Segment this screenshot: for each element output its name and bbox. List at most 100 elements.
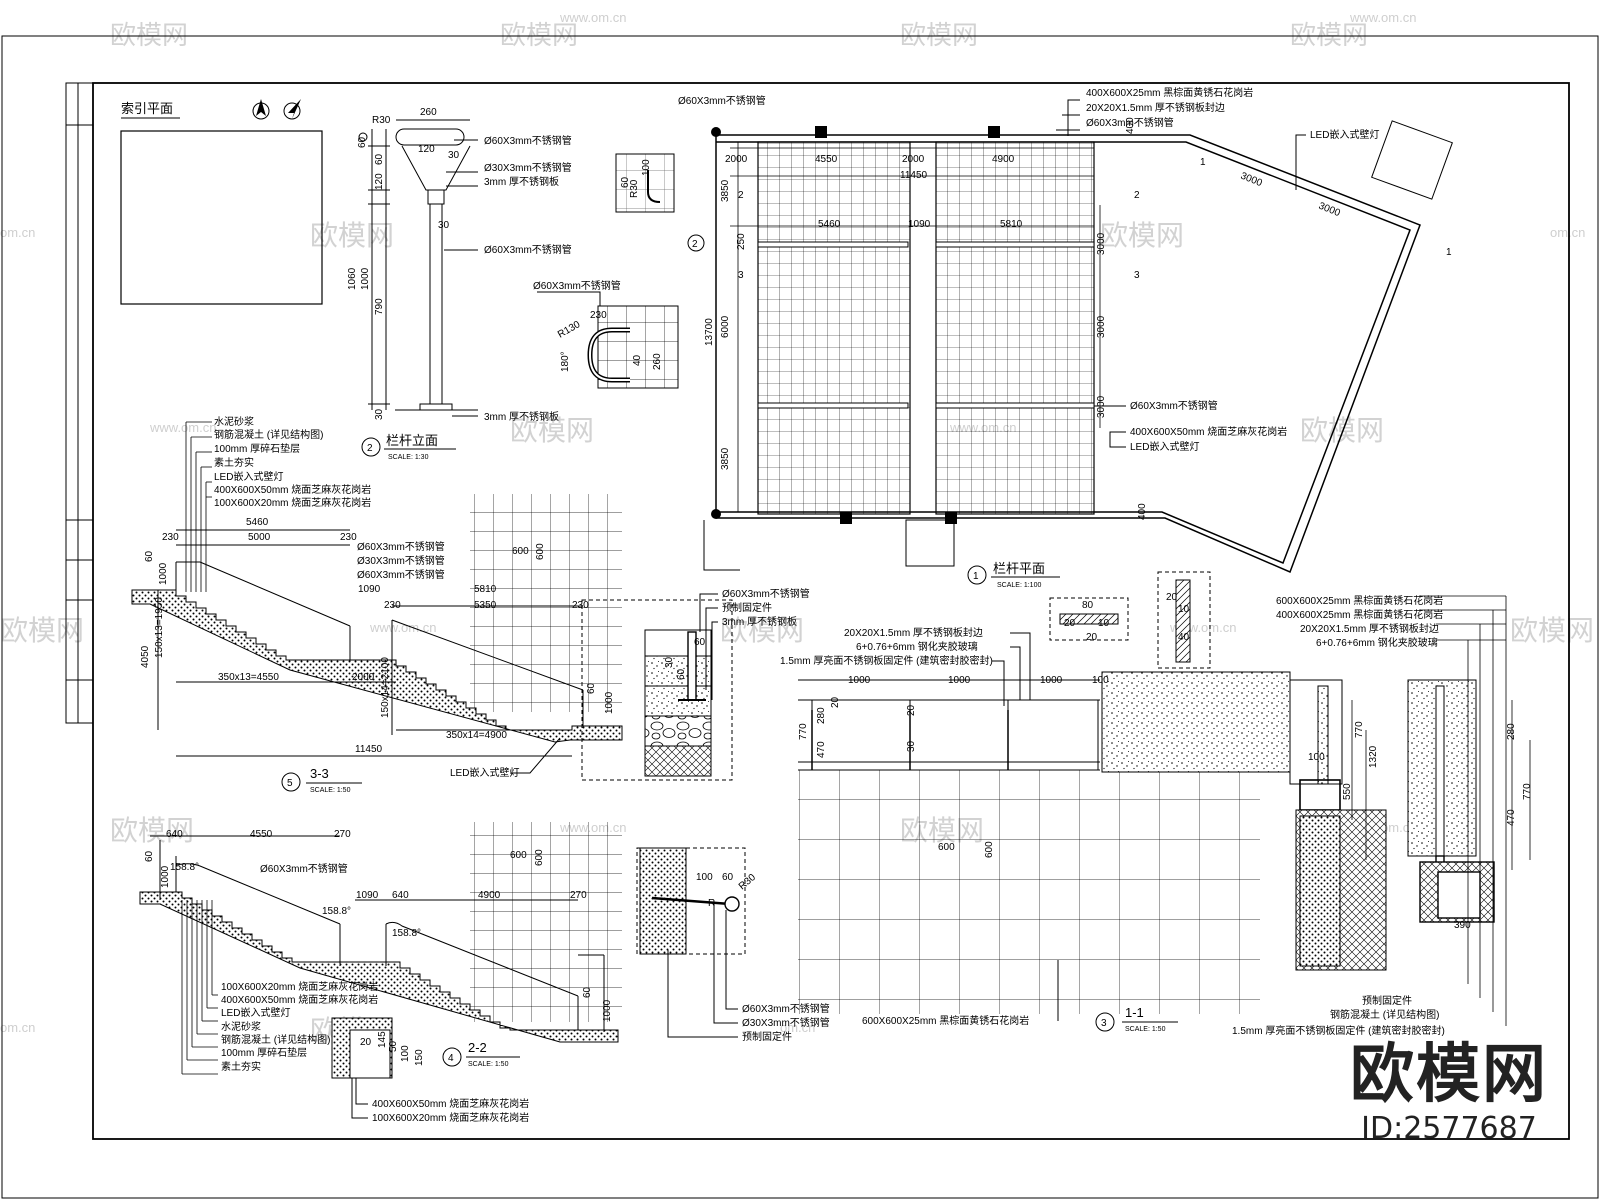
watermark-row-6: 欧模网 om.cn om.cn bbox=[0, 1015, 815, 1046]
svg-text:400X600X25mm 黑棕面黄锈石花岗岩: 400X600X25mm 黑棕面黄锈石花岗岩 bbox=[1276, 608, 1443, 621]
svg-text:5000: 5000 bbox=[248, 532, 271, 543]
svg-text:5810: 5810 bbox=[474, 584, 497, 595]
north-arrow-icon bbox=[252, 99, 301, 120]
index-plan: 索引平面 bbox=[120, 99, 323, 305]
svg-text:5: 5 bbox=[287, 778, 293, 789]
drawing-title-1: 1 栏杆平面 SCALE: 1:100 bbox=[967, 561, 1060, 589]
svg-text:11450: 11450 bbox=[900, 170, 928, 181]
svg-text:栏杆平面: 栏杆平面 bbox=[993, 561, 1045, 576]
svg-text:250: 250 bbox=[736, 233, 747, 250]
svg-text:3000: 3000 bbox=[1096, 395, 1107, 418]
svg-text:1320: 1320 bbox=[1368, 745, 1379, 768]
svg-text:600: 600 bbox=[535, 543, 546, 560]
svg-text:60: 60 bbox=[620, 176, 631, 188]
svg-text:230: 230 bbox=[384, 600, 401, 611]
svg-text:20: 20 bbox=[906, 704, 917, 716]
svg-text:3000: 3000 bbox=[1096, 315, 1107, 338]
svg-text:SCALE: 1:50: SCALE: 1:50 bbox=[468, 1061, 509, 1068]
glass-railing-section-1-1: 20X20X1.5mm 厚不锈钢板封边 6+0.76+6mm 钢化夹胶玻璃 1.… bbox=[780, 571, 1533, 1037]
svg-text:270: 270 bbox=[570, 890, 587, 901]
watermark-brand: 欧模网 bbox=[1100, 220, 1184, 251]
svg-text:SCALE: 1:30: SCALE: 1:30 bbox=[388, 454, 429, 461]
svg-text:LED嵌入式壁灯: LED嵌入式壁灯 bbox=[221, 1006, 290, 1019]
svg-text:3mm 厚不锈钢板: 3mm 厚不锈钢板 bbox=[722, 615, 797, 628]
svg-text:390: 390 bbox=[1454, 920, 1471, 931]
svg-text:158.8°: 158.8° bbox=[170, 862, 199, 873]
watermark-url: www.om.cn bbox=[559, 10, 626, 25]
svg-text:150: 150 bbox=[414, 1049, 425, 1066]
svg-text:600: 600 bbox=[512, 546, 529, 557]
svg-text:260: 260 bbox=[652, 353, 663, 370]
svg-text:SCALE: 1:100: SCALE: 1:100 bbox=[997, 582, 1041, 589]
svg-text:13700: 13700 bbox=[704, 318, 715, 346]
svg-text:600X600X25mm 黑棕面黄锈石花岗岩: 600X600X25mm 黑棕面黄锈石花岗岩 bbox=[1276, 594, 1443, 607]
dim-120: 120 bbox=[418, 144, 435, 155]
drawing-title-3: 3 1-1 SCALE: 1:50 bbox=[1095, 1005, 1178, 1033]
svg-text:230: 230 bbox=[590, 310, 607, 321]
svg-text:280: 280 bbox=[816, 707, 827, 724]
watermark-brand: 欧模网 bbox=[0, 615, 84, 646]
svg-text:400X600X50mm 烧面芝麻灰花岗岩: 400X600X50mm 烧面芝麻灰花岗岩 bbox=[372, 1097, 529, 1110]
dim-30b: 30 bbox=[438, 220, 450, 231]
svg-text:30: 30 bbox=[906, 740, 917, 752]
svg-text:Ø60X3mm不锈钢管: Ø60X3mm不锈钢管 bbox=[533, 279, 621, 292]
svg-text:50: 50 bbox=[388, 1040, 399, 1052]
svg-text:150x14=2100: 150x14=2100 bbox=[380, 657, 391, 718]
svg-text:60: 60 bbox=[144, 550, 155, 562]
svg-text:1000: 1000 bbox=[604, 691, 615, 714]
svg-text:LED嵌入式壁灯: LED嵌入式壁灯 bbox=[214, 470, 283, 483]
svg-text:230: 230 bbox=[572, 600, 589, 611]
section-marker-2: 2 bbox=[687, 234, 705, 252]
svg-text:1000: 1000 bbox=[602, 999, 613, 1022]
drawing-title-2: 2 栏杆立面 SCALE: 1:30 bbox=[361, 433, 456, 461]
svg-text:预制固定件: 预制固定件 bbox=[742, 1030, 792, 1043]
elev-ann-plate: 3mm 厚不锈钢板 bbox=[484, 175, 559, 188]
svg-text:Ø60X3mm不锈钢管: Ø60X3mm不锈钢管 bbox=[722, 587, 810, 600]
sheet-frame bbox=[1, 35, 1599, 1199]
drawing-title-4: 4 2-2 SCALE: 1:50 bbox=[442, 1040, 520, 1068]
svg-text:4550: 4550 bbox=[815, 154, 838, 165]
svg-text:100mm 厚碎石垫层: 100mm 厚碎石垫层 bbox=[221, 1046, 307, 1059]
svg-text:10: 10 bbox=[1178, 604, 1190, 615]
stair-section-2-2: 640 4550 270 60 1000 158.8° 158.8° 158.8… bbox=[139, 822, 622, 1124]
plan-ann-led-mid: LED嵌入式壁灯 bbox=[1130, 440, 1199, 453]
svg-text:R130: R130 bbox=[556, 319, 583, 341]
svg-text:400: 400 bbox=[1125, 117, 1136, 134]
dim-30c: 30 bbox=[374, 408, 385, 420]
svg-text:20: 20 bbox=[1166, 592, 1178, 603]
dim-790: 790 bbox=[374, 298, 385, 315]
svg-text:3-3: 3-3 bbox=[310, 766, 329, 781]
watermark-domain: om.cn bbox=[0, 225, 35, 240]
svg-text:180°: 180° bbox=[560, 351, 571, 372]
svg-text:4900: 4900 bbox=[478, 890, 501, 901]
watermark-brand: 欧模网 bbox=[1510, 615, 1594, 646]
svg-text:400X600X50mm 烧面芝麻灰花岗岩: 400X600X50mm 烧面芝麻灰花岗岩 bbox=[214, 483, 371, 496]
watermark-domain: om.cn bbox=[1550, 225, 1585, 240]
svg-text:4: 4 bbox=[448, 1053, 454, 1064]
watermark-brand: 欧模网 bbox=[900, 20, 978, 50]
plan-ann-stone-mid: 400X600X50mm 烧面芝麻灰花岗岩 bbox=[1130, 425, 1287, 438]
svg-text:60: 60 bbox=[144, 850, 155, 862]
index-plan-title: 索引平面 bbox=[121, 101, 173, 116]
elev-ann-pipe60: Ø60X3mm不锈钢管 bbox=[484, 134, 572, 147]
svg-text:550: 550 bbox=[1342, 783, 1353, 800]
stair-section-3-3: 水泥砂浆 钢筋混凝土 (详见结构图) 100mm 厚碎石垫层 素土夯实 LED嵌… bbox=[131, 415, 623, 794]
dim-260: 260 bbox=[420, 107, 437, 118]
svg-text:钢筋混凝土 (详见结构图): 钢筋混凝土 (详见结构图) bbox=[1330, 1008, 1439, 1021]
svg-text:600: 600 bbox=[510, 850, 527, 861]
svg-text:1: 1 bbox=[1200, 157, 1206, 168]
elev-ann-pipe30: Ø30X3mm不锈钢管 bbox=[484, 161, 572, 174]
svg-text:2000: 2000 bbox=[352, 672, 375, 683]
watermark-brand: 欧模网 bbox=[110, 815, 194, 846]
svg-text:158.8°: 158.8° bbox=[392, 928, 421, 939]
section-1-1-right: 600X600X25mm 黑棕面黄锈石花岗岩 400X600X25mm 黑棕面黄… bbox=[1232, 594, 1533, 1037]
svg-text:3000: 3000 bbox=[1317, 201, 1342, 220]
svg-text:R30: R30 bbox=[629, 179, 640, 198]
svg-text:230: 230 bbox=[162, 532, 179, 543]
watermark-brand: 欧模网 bbox=[500, 20, 578, 50]
drawing-title-5: 5 3-3 SCALE: 1:50 bbox=[281, 766, 362, 794]
svg-text:770: 770 bbox=[1522, 783, 1533, 800]
dim-1000: 1000 bbox=[360, 267, 371, 290]
dim-1060: 1060 bbox=[347, 267, 358, 290]
svg-text:158.8°: 158.8° bbox=[322, 906, 351, 917]
